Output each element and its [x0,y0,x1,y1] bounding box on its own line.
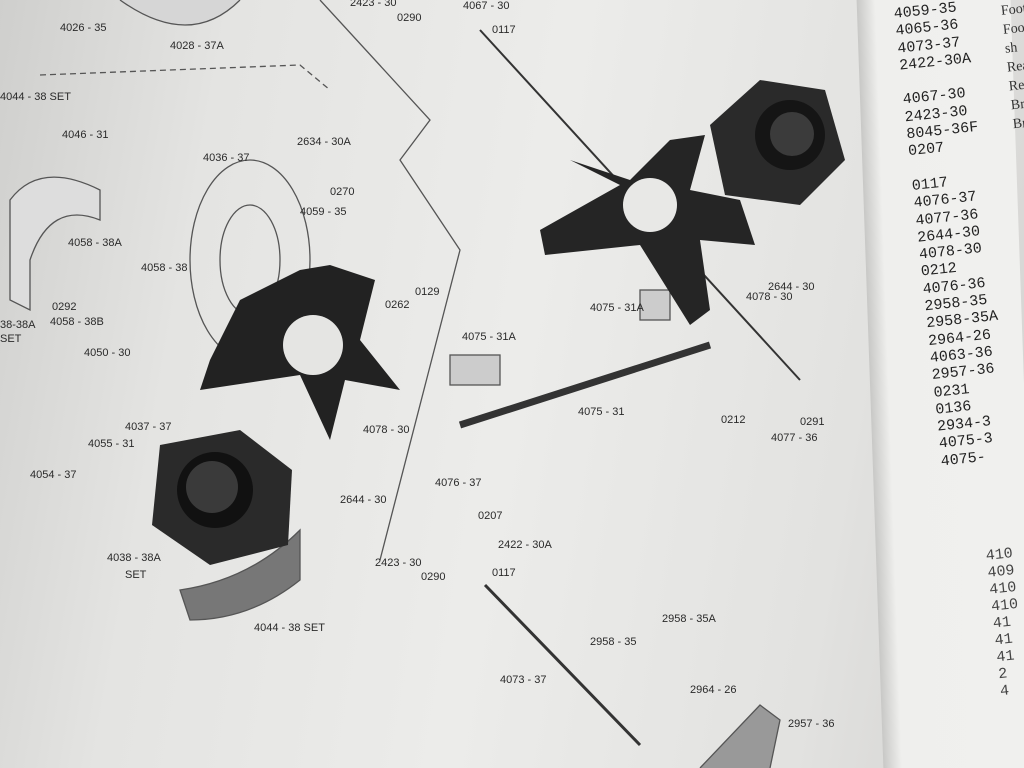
part-label: 4076 - 37 [435,477,482,489]
part-label: 4058 - 38B [50,316,104,328]
part-label: 0292 [52,301,77,313]
part-label: 38-38A [0,319,36,331]
part-label: 4075 - 31A [462,331,516,343]
parts-list-entry: Foot [1000,1,1024,19]
part-label: 4044 - 38 SET [0,91,71,103]
hex-nut [152,430,292,565]
parts-list-entry: Rea [1006,58,1024,76]
parts-list-entry: 4 [999,682,1010,701]
part-label: 4026 - 35 [60,22,107,34]
part-label: 0129 [415,286,440,298]
part-label: 2958 - 35 [590,636,637,648]
part-label: 4037 - 37 [125,421,172,433]
part-label: 2634 - 30A [297,136,351,148]
part-label: 2644 - 30 [768,281,815,293]
parts-list-entry: Br [1012,115,1024,133]
part-label: 4078 - 30 [746,291,793,303]
part-label: 4055 - 31 [88,438,135,450]
part-label: 0290 [397,12,422,24]
part-label: SET [0,333,22,345]
part-label: 0117 [492,567,516,579]
part-label: 0207 [478,510,503,522]
part-label: 2644 - 30 [340,494,387,506]
part-label: 4044 - 38 SET [254,622,325,634]
part-label: 0270 [330,186,355,198]
part-label: 4075 - 31 [578,406,625,418]
part-label: 4077 - 36 [771,432,818,444]
part-label: 0212 [721,414,746,426]
part-label: 4028 - 37A [170,40,224,52]
parts-list-entry: Re [1008,77,1024,95]
part-label: 4075 - 31A [590,302,644,314]
parts-list-entry: Br [1010,97,1024,114]
parts-list-entry: sh [1004,40,1019,57]
part-label: 2423 - 30 [375,557,422,569]
parts-list-entry: 410 [990,595,1019,616]
part-label: 2957 - 36 [788,718,835,730]
part-label: 4078 - 30 [363,424,410,436]
part-label: 4038 - 38A [107,552,161,564]
part-label: 4054 - 37 [30,469,77,481]
part-label: 4046 - 31 [62,129,109,141]
part-label: 4073 - 37 [500,674,547,686]
parts-list-entry: Foo [1002,20,1024,38]
part-label: 0290 [421,571,446,583]
part-label: 4036 - 37 [203,152,250,164]
part-label: 2423 - 30 [350,0,397,9]
part-label: 0117 [492,24,516,36]
star-washer [540,135,755,325]
part-label: 2958 - 35A [662,613,716,625]
part-label: 0291 [800,416,825,428]
part-label: 4058 - 38 [141,262,188,274]
part-label: 4067 - 30 [463,0,510,12]
part-label: SET [125,569,147,581]
part-label: 4059 - 35 [300,206,347,218]
star-washer [200,265,400,440]
part-label: 2422 - 30A [498,539,552,551]
part-label: 4058 - 38A [68,237,122,249]
part-label: 0262 [385,299,410,311]
hex-nut [710,80,845,205]
part-label: 2964 - 26 [690,684,737,696]
part-label: 4050 - 30 [84,347,131,359]
